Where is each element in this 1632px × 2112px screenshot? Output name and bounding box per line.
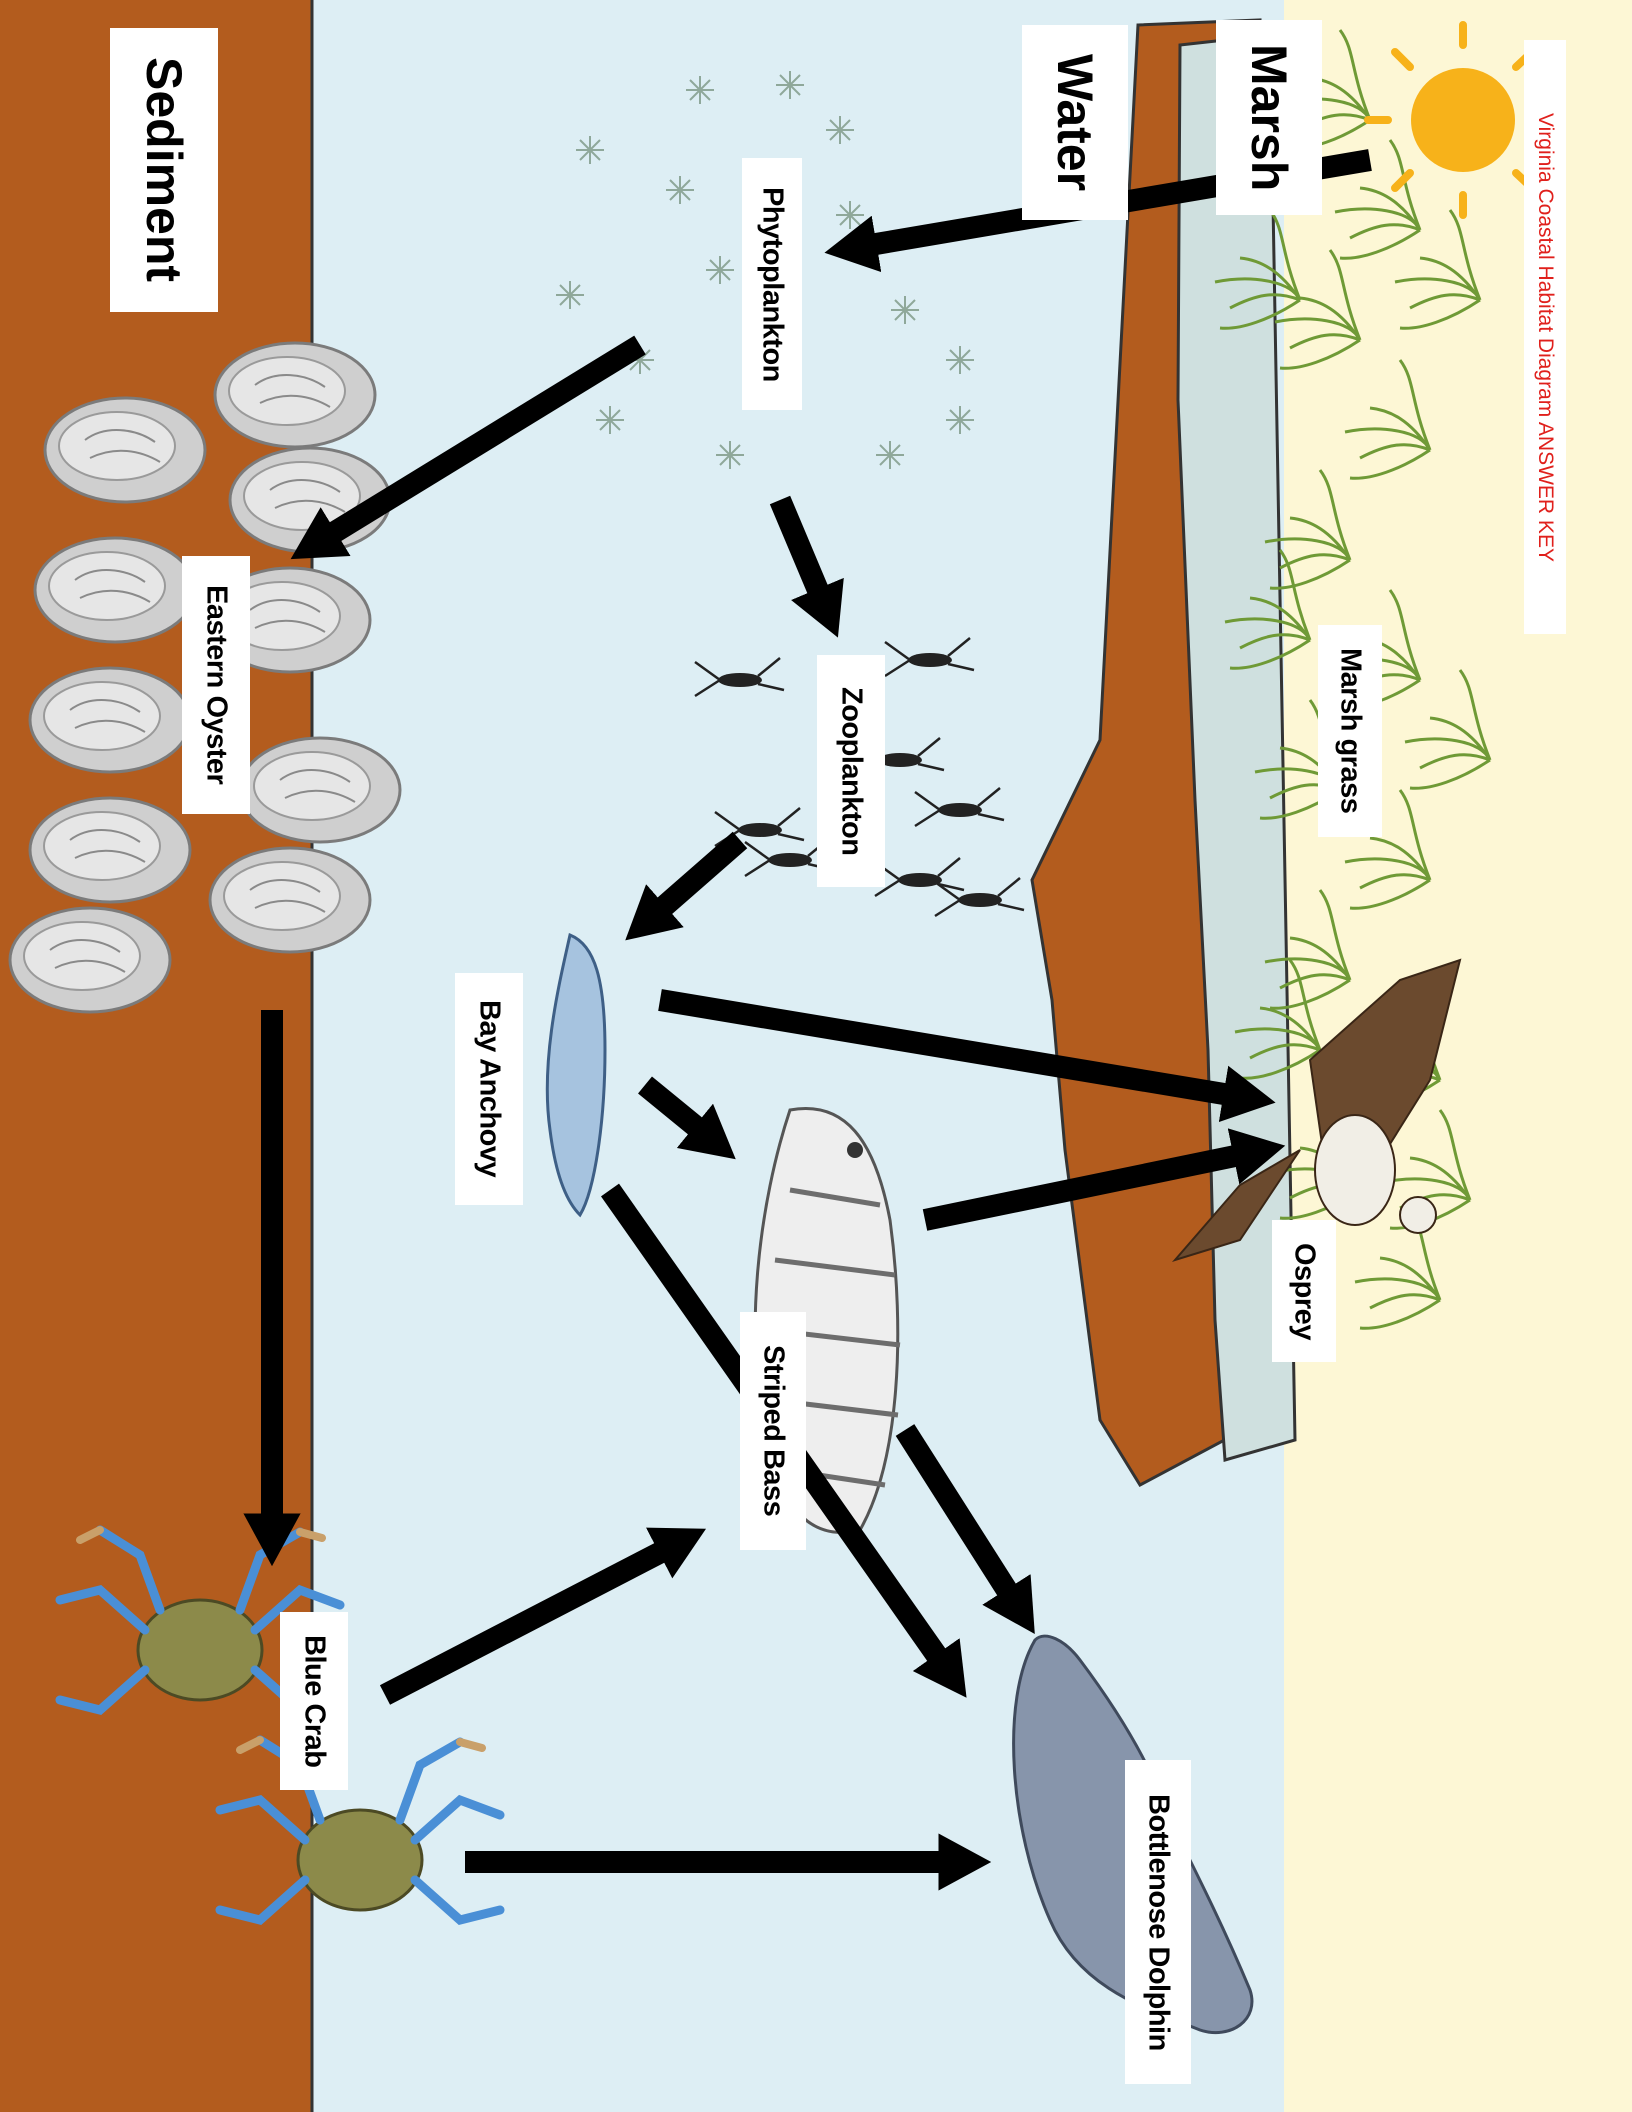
phytoplankton-label: Phytoplankton [742, 158, 802, 410]
sediment-zone-label: Sediment [110, 28, 218, 312]
bay-anchovy-label: Bay Anchovy [455, 973, 523, 1205]
striped-bass-label: Striped Bass [740, 1312, 806, 1550]
eastern-oyster-label: Eastern Oyster [182, 556, 250, 814]
bottlenose-dolphin-label: Bottlenose Dolphin [1125, 1760, 1191, 2084]
osprey-label: Osprey [1272, 1220, 1336, 1362]
marsh-zone-label: Marsh [1216, 20, 1322, 215]
marsh-grass-label: Marsh grass [1318, 625, 1382, 837]
diagram-title: Virginia Coastal Habitat Diagram ANSWER … [1524, 40, 1566, 634]
blue-crab-label: Blue Crab [280, 1612, 348, 1790]
water-zone-label: Water [1022, 25, 1128, 220]
zooplankton-label: Zooplankton [817, 655, 885, 887]
